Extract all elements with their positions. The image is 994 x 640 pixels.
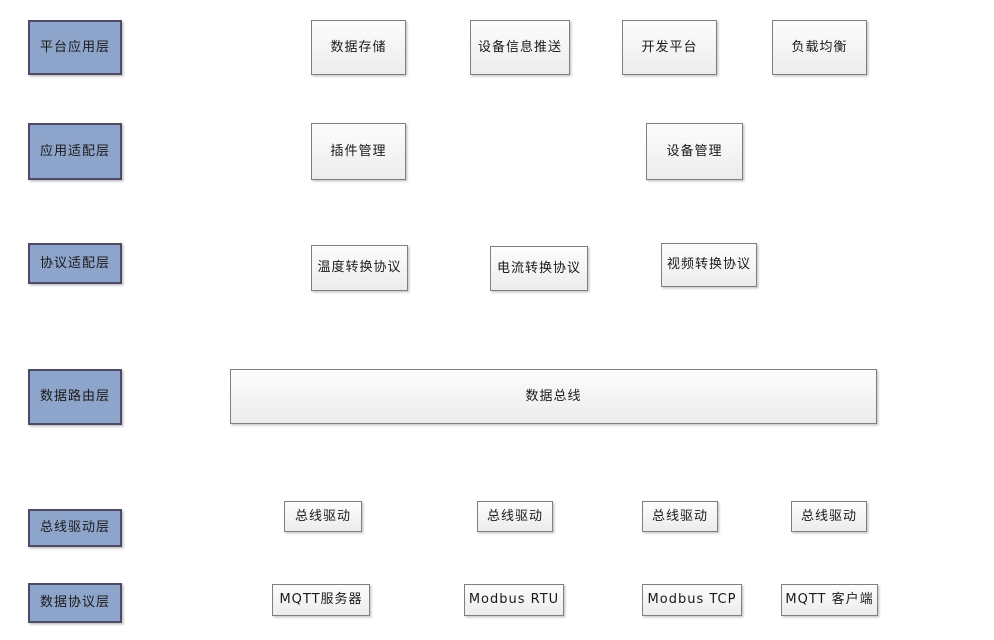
bus-driver-box-1: 总线驱动 xyxy=(284,501,362,532)
plugin-management-box: 插件管理 xyxy=(311,123,406,180)
data-protocol-layer-label: 数据协议层 xyxy=(28,583,122,623)
bus-driver-box-2: 总线驱动 xyxy=(477,501,553,532)
device-management-box: 设备管理 xyxy=(646,123,743,180)
platform-application-layer-label: 平台应用层 xyxy=(28,20,122,75)
protocol-adapter-layer-label: 协议适配层 xyxy=(28,243,122,284)
load-balance-box: 负载均衡 xyxy=(772,20,867,75)
device-info-push-box: 设备信息推送 xyxy=(470,20,570,75)
mqtt-server-box: MQTT服务器 xyxy=(272,584,370,616)
data-storage-box: 数据存储 xyxy=(311,20,406,75)
video-protocol-box: 视频转换协议 xyxy=(661,243,757,287)
temperature-protocol-box: 温度转换协议 xyxy=(311,245,408,291)
bus-driver-box-4: 总线驱动 xyxy=(791,501,867,532)
application-adapter-layer-label: 应用适配层 xyxy=(28,123,122,180)
dev-platform-box: 开发平台 xyxy=(622,20,717,75)
current-protocol-box: 电流转换协议 xyxy=(490,246,588,291)
bus-driver-layer-label: 总线驱动层 xyxy=(28,509,122,547)
bus-driver-box-3: 总线驱动 xyxy=(642,501,718,532)
data-bus-box: 数据总线 xyxy=(230,369,877,424)
mqtt-client-box: MQTT 客户端 xyxy=(781,584,878,616)
modbus-rtu-box: Modbus RTU xyxy=(464,584,564,616)
data-routing-layer-label: 数据路由层 xyxy=(28,369,122,425)
modbus-tcp-box: Modbus TCP xyxy=(642,584,742,616)
